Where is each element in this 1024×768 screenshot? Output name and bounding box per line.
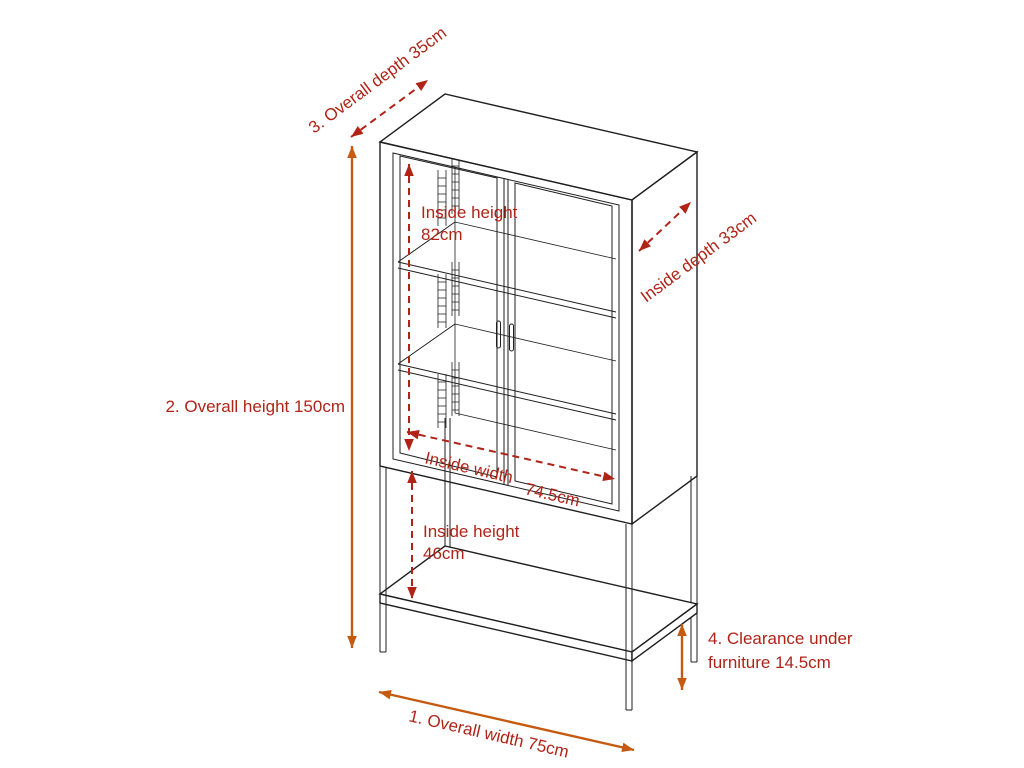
clearance-label-line2: furniture 14.5cm xyxy=(708,653,831,672)
leg-back-right xyxy=(690,476,698,663)
pin-strip-front xyxy=(437,170,447,428)
cabinet-right-face xyxy=(631,150,698,526)
left-door-handle xyxy=(496,320,501,349)
right-door-handle xyxy=(509,323,514,352)
clearance-label-line1: 4. Clearance under xyxy=(708,629,853,648)
pin-strip-back xyxy=(451,158,460,416)
inside-height-upper-label-line2: 82cm xyxy=(421,225,463,244)
overall-width-arrow xyxy=(378,689,635,753)
glass-door-right xyxy=(507,179,613,505)
overall-depth-arrow xyxy=(350,79,429,138)
cabinet-front-frame xyxy=(392,152,620,512)
inside-height-lower-label-line1: Inside height xyxy=(423,522,520,541)
inside-height-upper-label-line1: Inside height xyxy=(421,203,518,222)
cabinet-drawing xyxy=(378,93,699,711)
shelf-pin-strips xyxy=(437,158,460,428)
cabinet-interior xyxy=(397,158,617,451)
cabinet-top-face xyxy=(378,93,699,201)
interior-back-wall-lines xyxy=(454,221,617,451)
door-handles xyxy=(496,320,514,352)
stand-frame xyxy=(378,418,699,711)
inside-height-lower-label-line2: 46cm xyxy=(423,544,465,563)
right-door-pane xyxy=(514,182,613,505)
overall-width-label: 1. Overall width 75cm xyxy=(407,706,571,761)
shelf-lower xyxy=(397,323,617,421)
overall-height-label: 2. Overall height 150cm xyxy=(165,397,345,416)
dimension-arrows xyxy=(347,79,692,753)
leg-front-left xyxy=(379,466,387,653)
